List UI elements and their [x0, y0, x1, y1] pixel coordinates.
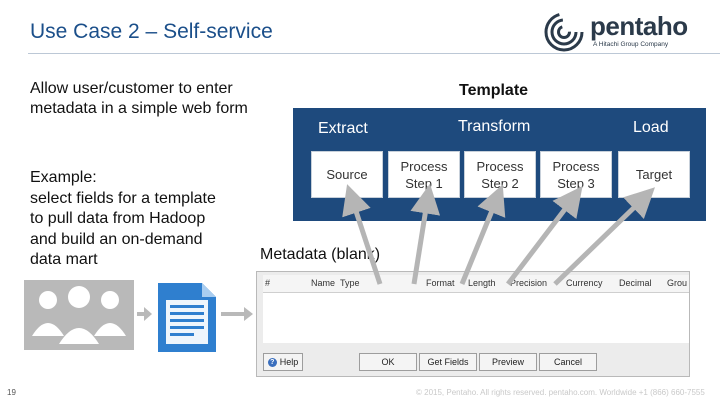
cancel-button[interactable]: Cancel	[539, 353, 597, 371]
process-step-3[interactable]: Process Step 3	[540, 151, 612, 198]
preview-button[interactable]: Preview	[479, 353, 537, 371]
pentaho-swirl-icon	[544, 12, 584, 52]
help-button[interactable]: ? Help	[263, 353, 303, 371]
page-number: 19	[7, 388, 16, 397]
load-header: Load	[633, 119, 669, 136]
example-line: and build an on-demand	[30, 230, 203, 248]
metadata-label: Metadata (blank)	[260, 246, 381, 263]
metadata-form: # Name Type Format Length Precision Curr…	[256, 271, 690, 377]
cancel-button-label: Cancel	[553, 357, 582, 367]
process-step-1[interactable]: Process Step 1	[388, 151, 460, 198]
preview-button-label: Preview	[491, 357, 524, 367]
step-label-line: Step 3	[557, 175, 595, 191]
step-label-line: Step 1	[405, 175, 443, 191]
column-header[interactable]: Precision	[510, 278, 548, 288]
column-header[interactable]: Currency	[566, 278, 603, 288]
logo-tagline: A Hitachi Group Company	[593, 41, 669, 48]
copyright-footer: © 2015, Pentaho. All rights reserved. pe…	[416, 388, 705, 397]
source-step-label: Source	[326, 167, 368, 182]
step-label-line: Process	[400, 158, 448, 174]
grid-header: # Name Type Format Length Precision Curr…	[263, 275, 689, 293]
template-panel: Extract Transform Load Source Process St…	[293, 108, 706, 221]
ok-button[interactable]: OK	[359, 353, 417, 371]
document-to-form-arrow	[221, 307, 253, 321]
example-line: select fields for a template	[30, 189, 216, 207]
step-label-line: Process	[552, 158, 600, 174]
web-form-document-icon	[158, 283, 216, 352]
example-line: Example:	[30, 169, 97, 186]
column-header[interactable]: Decimal	[619, 278, 652, 288]
template-title: Template	[459, 82, 529, 99]
extract-header: Extract	[318, 120, 368, 137]
column-header[interactable]: Format	[426, 278, 455, 288]
target-step-label: Target	[635, 167, 673, 182]
slide-title: Use Case 2 – Self-service	[30, 20, 273, 43]
help-icon: ?	[267, 357, 277, 367]
users-to-document-arrow	[137, 307, 152, 321]
get-fields-button[interactable]: Get Fields	[419, 353, 477, 371]
fields-grid[interactable]	[263, 293, 689, 343]
example-line: to pull data from Hadoop	[30, 210, 206, 227]
process-step-2[interactable]: Process Step 2	[464, 151, 536, 198]
users-group-icon	[24, 280, 134, 350]
logo-wordmark: pentaho	[590, 11, 688, 41]
example-text: Example: select fields for a template to…	[30, 168, 252, 271]
column-header[interactable]: Name	[311, 278, 336, 288]
title-divider	[28, 53, 720, 54]
target-step[interactable]: Target	[618, 151, 690, 198]
column-header[interactable]: Type	[340, 278, 360, 288]
column-header[interactable]: Length	[468, 278, 496, 288]
ok-button-label: OK	[381, 357, 395, 367]
help-button-label: Help	[279, 357, 299, 367]
column-header[interactable]: Grou	[667, 278, 688, 288]
pentaho-logo: pentaho A Hitachi Group Company	[544, 11, 704, 52]
source-step[interactable]: Source	[311, 151, 383, 198]
intro-text: Allow user/customer to enter metadata in…	[30, 80, 248, 117]
transform-header: Transform	[458, 118, 531, 135]
step-label-line: Process	[476, 158, 524, 174]
step-label-line: Step 2	[481, 175, 519, 191]
get-fields-button-label: Get Fields	[427, 357, 469, 367]
column-header[interactable]: #	[265, 278, 271, 288]
example-line: data mart	[30, 251, 98, 268]
